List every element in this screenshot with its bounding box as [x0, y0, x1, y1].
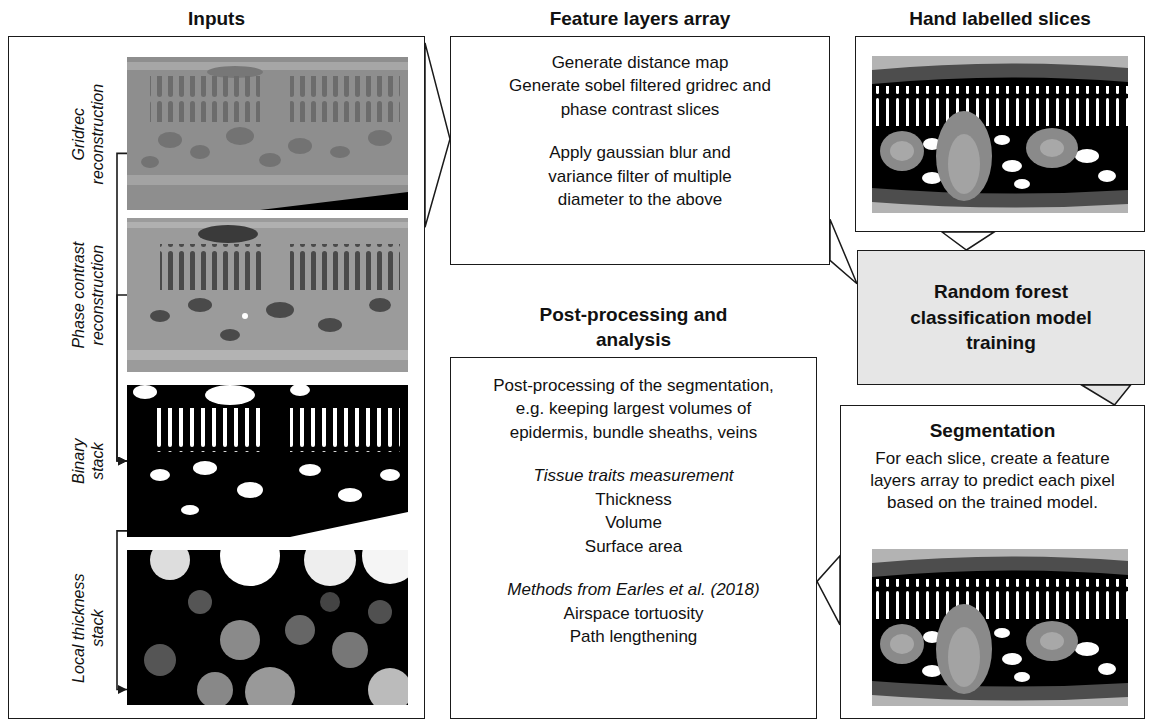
binary-stack-picture: [127, 385, 408, 537]
callout-pointer: [942, 232, 994, 250]
body-text: Methods from Earles et al. (2018): [469, 578, 799, 601]
body-text: Airspace tortuosity: [469, 602, 799, 625]
panel-heading: Hand labelled slices: [860, 6, 1140, 32]
side-label: Binary stack: [69, 426, 107, 496]
phase-contrast-picture: [127, 218, 408, 372]
body-text: Apply gaussian blur and variance filter …: [525, 141, 755, 211]
callout-pointer: [830, 219, 857, 284]
phase-contrast-image: Phase contrast reconstruction: [127, 218, 408, 372]
body-text: Segmentation: [853, 418, 1133, 444]
inputs-panel: InputsGridrec reconstructionPhase contra…: [8, 36, 425, 719]
panel-heading: Post-processing and analysis: [539, 302, 729, 353]
panel-heading: Feature layers array: [490, 6, 790, 32]
segmentation-box: SegmentationFor each slice, create a fea…: [840, 405, 1145, 719]
side-label: Gridrec reconstruction: [69, 59, 107, 209]
bracket-arrow: [117, 153, 127, 461]
body-text: Thickness: [469, 488, 799, 511]
side-label: Phase contrast reconstruction: [69, 225, 107, 365]
hand-labelled-box: Hand labelled slices: [855, 36, 1145, 232]
post-processing-box: Post-processing and analysisPost-process…: [450, 357, 817, 719]
callout-pointer: [817, 556, 840, 625]
side-label: Local thickness stack: [69, 568, 107, 688]
model-training-box: Random forest classification model train…: [857, 250, 1145, 385]
body-text: Post-processing of the segmentation, e.g…: [491, 374, 776, 444]
bracket-arrow: [117, 295, 127, 461]
local-thickness-picture: [127, 550, 408, 705]
body-text: Generate distance map: [490, 51, 790, 74]
gridrec-image: Gridrec reconstruction: [127, 57, 408, 210]
binary-stack-image: Binary stack: [127, 385, 408, 537]
body-text: Generate sobel filtered gridrec and phas…: [505, 74, 775, 121]
segmentation-picture: [872, 549, 1128, 706]
body-text: Tissue traits measurement: [469, 464, 799, 487]
body-text: Surface area: [469, 535, 799, 558]
callout-pointer: [1082, 385, 1131, 405]
callout-pointer: [425, 43, 450, 227]
gridrec-picture: [127, 57, 408, 210]
body-text: Volume: [469, 511, 799, 534]
body-text: For each slice, create a feature layers …: [868, 448, 1118, 514]
body-text: Random forest classification model train…: [891, 279, 1111, 356]
hand-labelled-picture: [872, 56, 1128, 213]
feature-box: Feature layers arrayGenerate distance ma…: [450, 36, 830, 265]
panel-heading: Inputs: [117, 6, 317, 32]
local-thickness-image: Local thickness stack: [127, 550, 408, 705]
body-text: Path lengthening: [469, 625, 799, 648]
bracket-arrow: [117, 531, 127, 690]
